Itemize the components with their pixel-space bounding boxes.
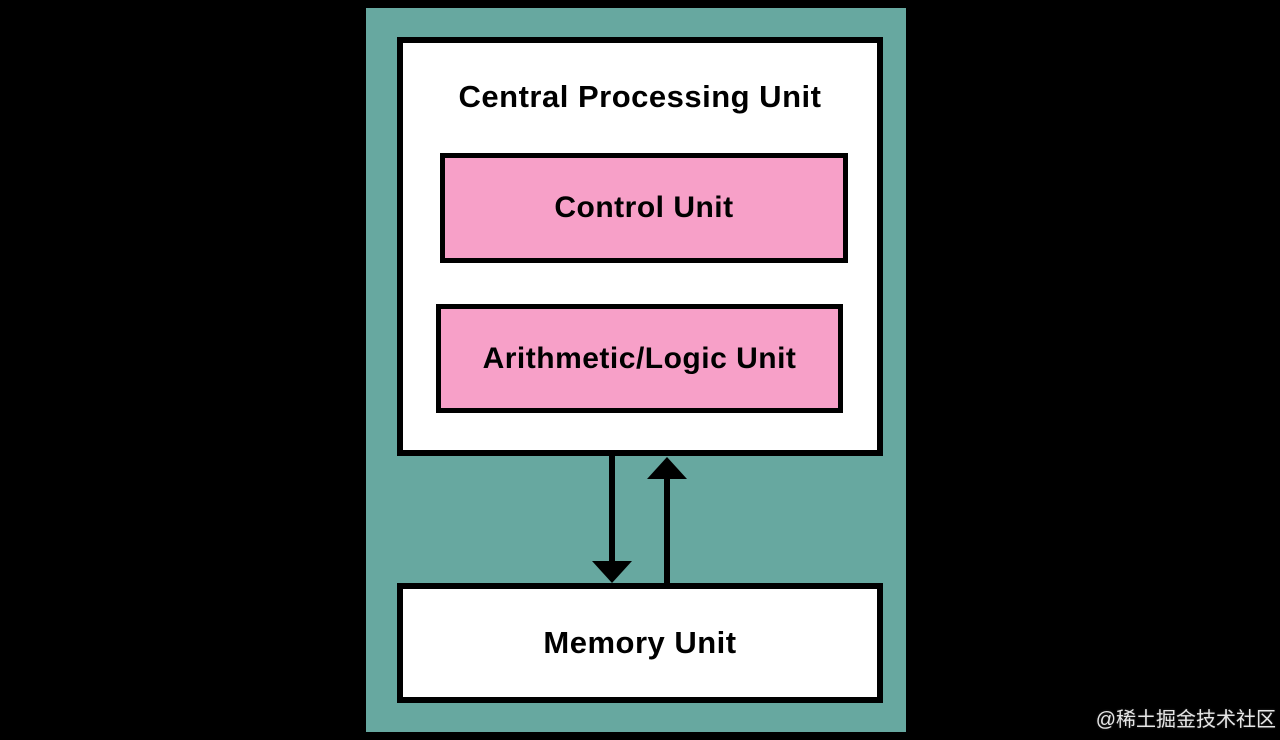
alu-block: Arithmetic/Logic Unit: [436, 304, 843, 413]
arrow-memory-to-cpu-line: [664, 478, 670, 585]
arrow-up-icon: [647, 457, 687, 479]
watermark: @稀土掘金技术社区: [1095, 709, 1276, 731]
alu-label: Arithmetic/Logic Unit: [482, 341, 797, 375]
arrow-down-icon: [592, 561, 632, 583]
memory-unit-block: Memory Unit: [397, 583, 883, 703]
cpu-title: Central Processing Unit: [458, 79, 822, 114]
control-unit-block: Control Unit: [440, 153, 848, 263]
arrow-cpu-to-memory-line: [609, 455, 615, 563]
control-unit-label: Control Unit: [554, 191, 734, 224]
memory-unit-label: Memory Unit: [543, 625, 737, 660]
